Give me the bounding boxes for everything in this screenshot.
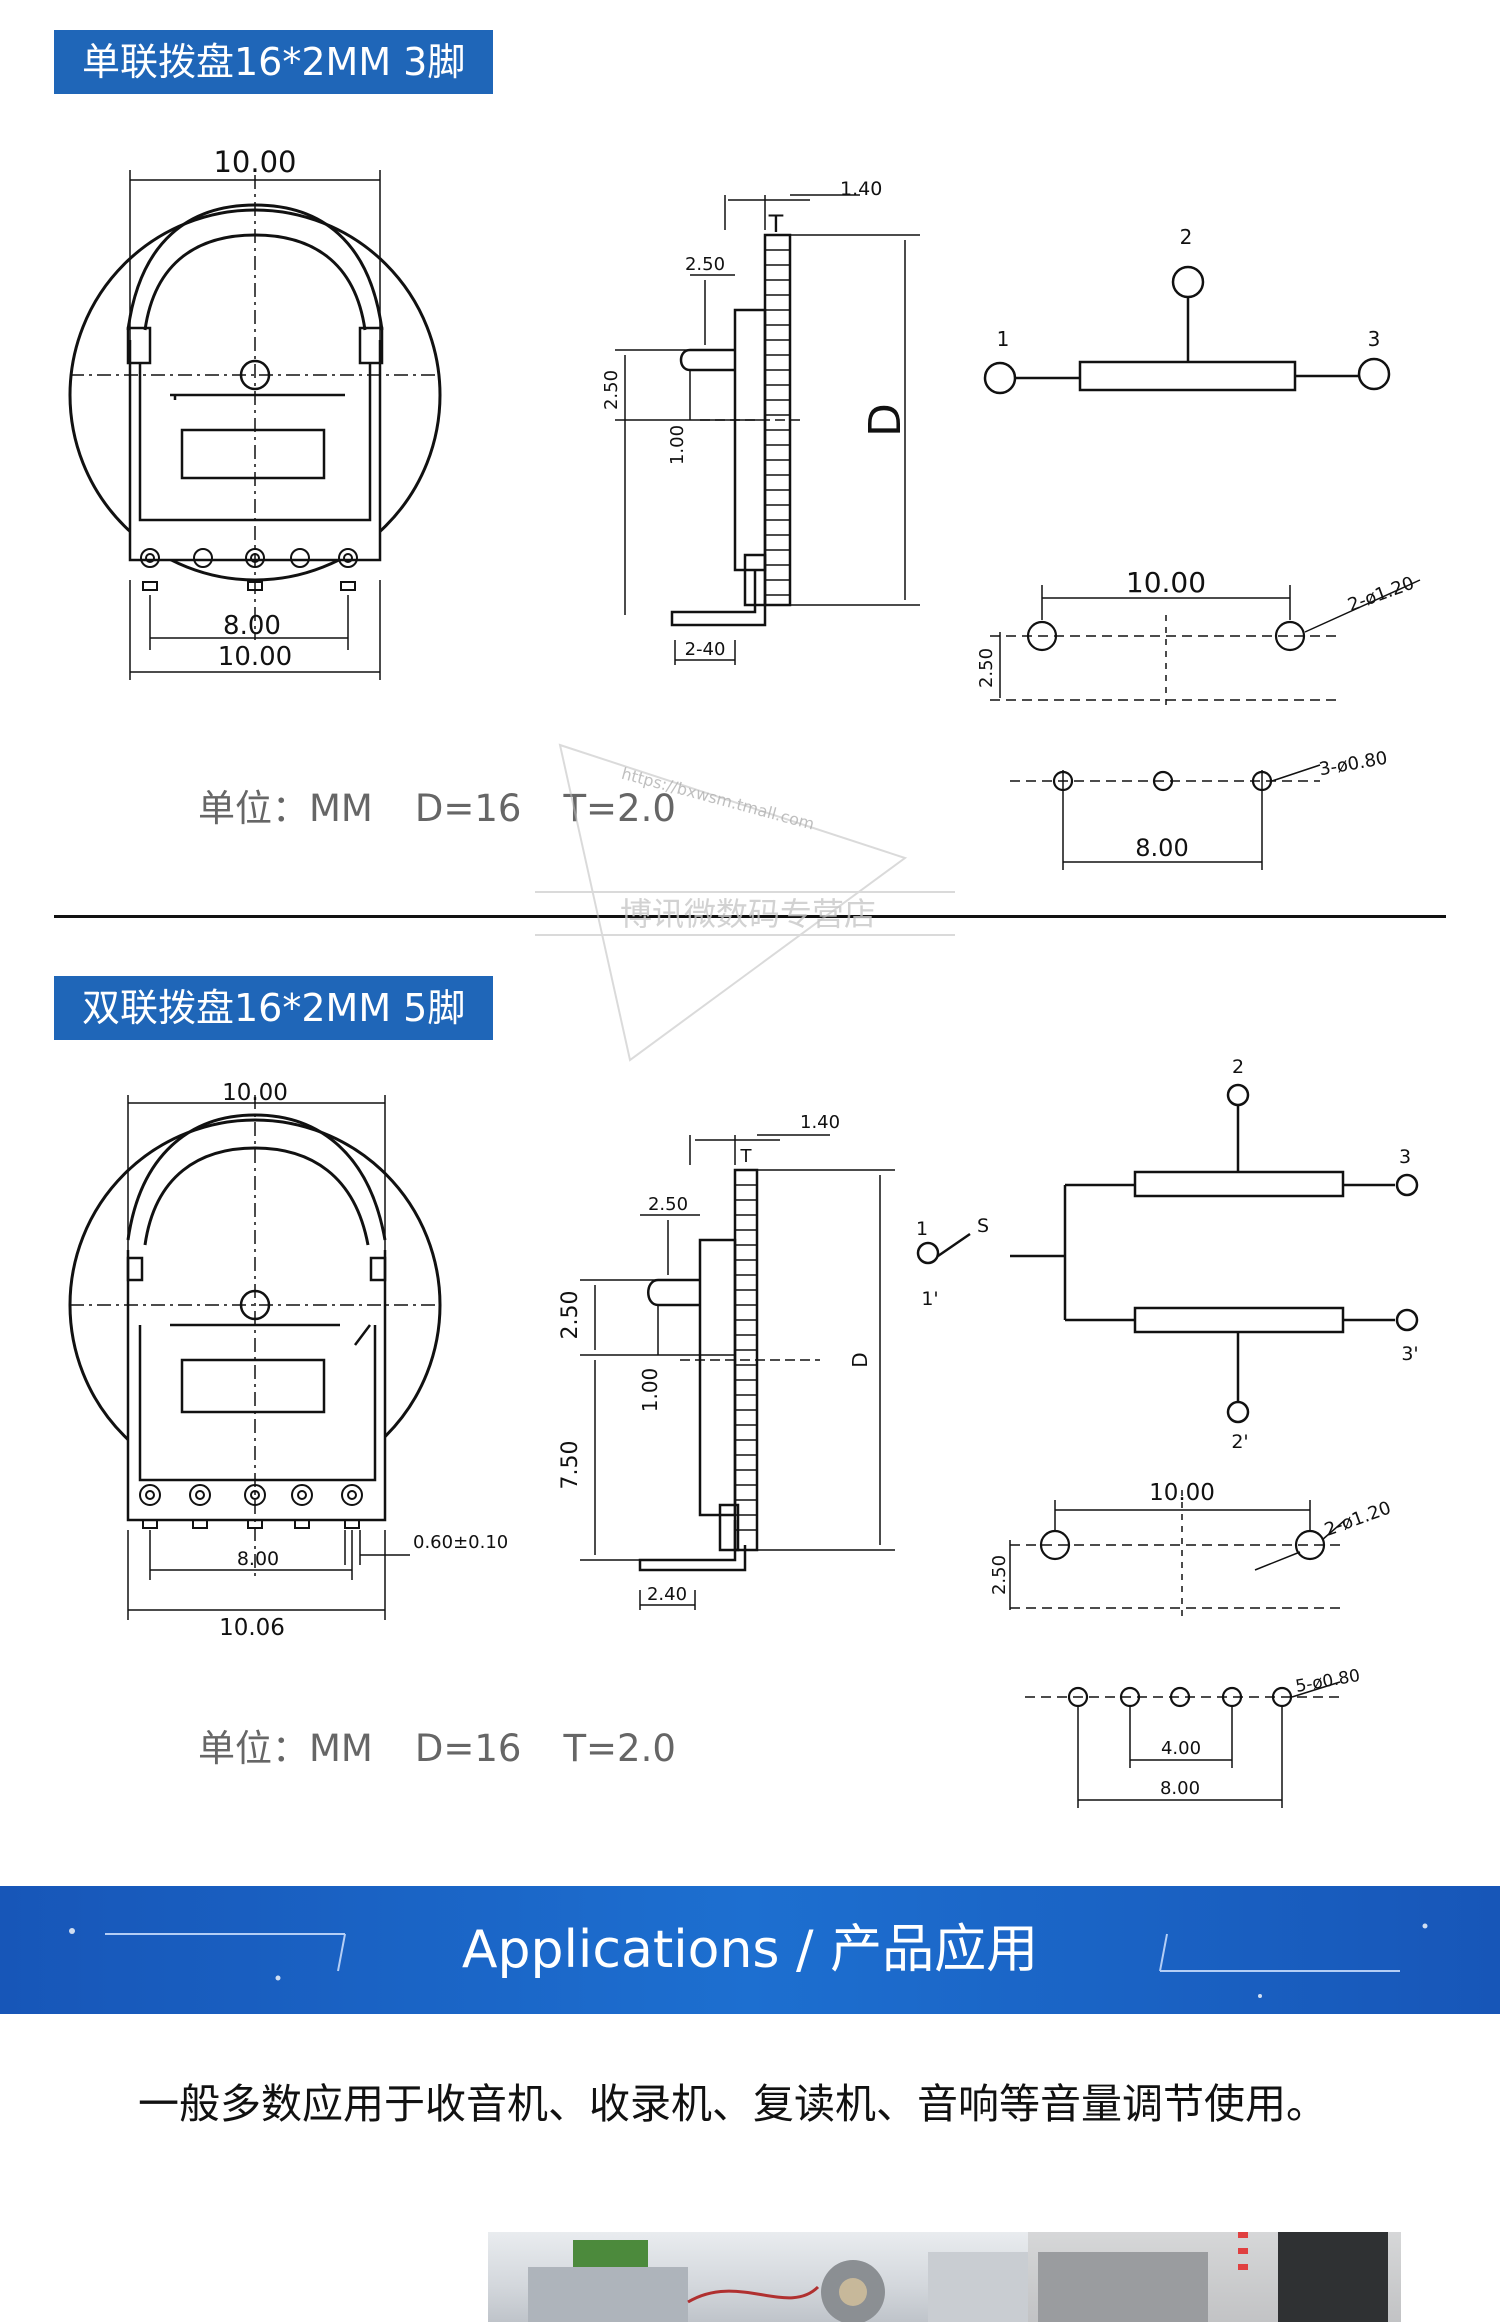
applications-banner: Applications / 产品应用 xyxy=(0,1886,1500,2014)
s2-side-knob-gap: 1.00 xyxy=(638,1368,662,1413)
section2-hole-pattern xyxy=(1009,1490,1346,1808)
section1-front-view xyxy=(68,170,442,680)
section1-schematic xyxy=(983,265,1391,395)
applications-title: Applications / 产品应用 xyxy=(461,1920,1039,1980)
s2-hole-pitch: 4.00 xyxy=(1161,1738,1201,1759)
section1-side-view xyxy=(615,194,920,665)
s2-front-bottom-width: 10.06 xyxy=(219,1615,285,1641)
s1-hole-row-gap: 2.50 xyxy=(976,648,997,688)
s2-schem-pin2p: 2' xyxy=(1231,1431,1248,1453)
s1-hole-span: 8.00 xyxy=(1135,834,1188,862)
banner-decoration xyxy=(69,1923,1428,1998)
s1-hole-top-width: 10.00 xyxy=(1126,566,1206,599)
photo-radio-detail xyxy=(528,2240,1048,2322)
s2-side-thickness: 1.40 xyxy=(800,1112,840,1133)
s2-d-value: D=16 xyxy=(414,1727,522,1770)
s1-side-t-label: T xyxy=(768,210,784,238)
s2-schem-pin2: 2 xyxy=(1232,1056,1244,1078)
section2-units: 单位：MM D=16 T=2.0 xyxy=(198,1718,718,1772)
s2-front-top-width: 10.00 xyxy=(222,1080,288,1106)
s2-side-foot: 2.40 xyxy=(647,1584,687,1605)
s2-schem-pin1p: 1' xyxy=(921,1288,938,1310)
s1-side-knob-gap: 1.00 xyxy=(667,425,688,465)
s2-side-d-label: D xyxy=(848,1352,872,1367)
s1-unit: 单位：MM xyxy=(198,787,373,830)
section2-side-view xyxy=(580,1134,895,1610)
s2-schem-pin1: 1 xyxy=(916,1218,928,1240)
s2-schem-pin-s: S xyxy=(977,1215,989,1237)
section2-schematic xyxy=(916,1083,1419,1424)
s2-hole-span: 8.00 xyxy=(1160,1778,1200,1799)
s1-schem-pin1: 1 xyxy=(997,327,1010,351)
s1-side-d-label: D xyxy=(860,403,911,437)
s2-hole-pins: 5-ø0.80 xyxy=(1294,1666,1362,1697)
section1-header: 单联拨盘16*2MM 3脚 xyxy=(54,30,494,94)
s2-side-knob-height: 2.50 xyxy=(558,1291,583,1340)
s1-schem-pin2: 2 xyxy=(1180,225,1193,249)
s2-schem-pin3p: 3' xyxy=(1401,1343,1418,1365)
section1-hole-pattern xyxy=(990,579,1421,870)
photo-stereo-detail xyxy=(1038,2232,1388,2322)
s1-side-thickness: 1.40 xyxy=(840,178,882,200)
s1-side-knob-offset: 2.50 xyxy=(685,254,725,275)
s2-schem-pin3: 3 xyxy=(1399,1146,1411,1168)
section1-drawing: 10.00 8.00 10.00 xyxy=(68,145,1421,870)
s1-front-top-width: 10.00 xyxy=(213,145,296,179)
s1-d-value: D=16 xyxy=(414,787,522,830)
s2-hole-mount: 2-ø1.20 xyxy=(1322,1497,1394,1540)
s2-hole-top-width: 10.00 xyxy=(1149,1480,1215,1506)
s1-side-knob-height: 2.50 xyxy=(601,370,622,410)
s1-side-foot: 2-40 xyxy=(685,639,726,660)
photo-radio-internals xyxy=(488,2232,1068,2322)
s2-side-t-label: T xyxy=(740,1146,753,1167)
s1-front-pin-pitch: 8.00 xyxy=(223,611,281,641)
section2-header: 双联拨盘16*2MM 5脚 xyxy=(54,976,494,1040)
s2-side-knob-offset: 2.50 xyxy=(648,1194,688,1215)
s2-t-value: T=2.0 xyxy=(563,1727,676,1770)
section2-front-view xyxy=(68,1095,442,1620)
s1-front-bottom-width: 10.00 xyxy=(218,642,292,672)
applications-description: 一般多数应用于收音机、收录机、复读机、音响等音量调节使用。 xyxy=(138,2080,1327,2128)
s1-schem-pin3: 3 xyxy=(1368,327,1381,351)
s2-hole-row-gap: 2.50 xyxy=(989,1555,1010,1595)
s2-front-pin-pitch: 8.00 xyxy=(237,1548,279,1570)
s2-unit: 单位：MM xyxy=(198,1727,373,1770)
section2-drawing: 10.00 8.00 10.06 0.60±0.10 xyxy=(68,1056,1419,1808)
s2-front-tolerance: 0.60±0.10 xyxy=(413,1532,508,1553)
photo-stereo-device xyxy=(1028,2232,1401,2322)
s2-side-body-height: 7.50 xyxy=(558,1441,583,1490)
